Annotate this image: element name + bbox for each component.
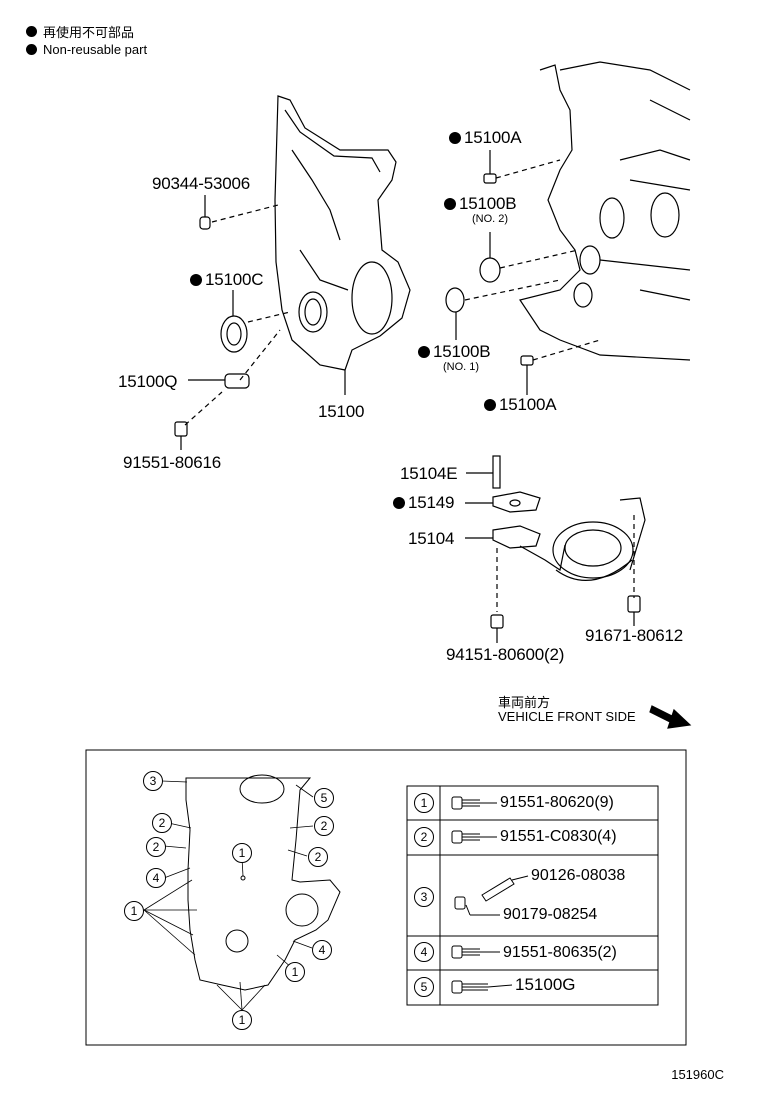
part-label-15104: 15104 bbox=[408, 529, 455, 548]
part-label-94151: 94151-80600(2) bbox=[446, 645, 565, 664]
callout-leaders bbox=[143, 780, 314, 1011]
part-number: 15100B bbox=[433, 342, 491, 361]
part-sublabel-no1: (NO. 1) bbox=[443, 361, 480, 373]
legend-en-label: Non-reusable part bbox=[43, 42, 148, 57]
callout-2: 2 bbox=[152, 813, 172, 833]
bolt-detail-frame bbox=[85, 749, 687, 1046]
legend-jp-label: 再使用不可部品 bbox=[43, 25, 135, 40]
table-bolt-icons bbox=[451, 796, 529, 994]
part-label-15100A-top: 15100A bbox=[449, 128, 522, 148]
oil-seal-drawing bbox=[220, 315, 248, 353]
front-arrow-icon bbox=[649, 705, 692, 729]
callout-1: 1 bbox=[232, 843, 252, 863]
oil-strainer-drawing bbox=[492, 497, 646, 581]
part-number: 15149 bbox=[408, 493, 455, 512]
non-reusable-dot-icon bbox=[190, 274, 202, 286]
callout-5: 5 bbox=[314, 788, 334, 808]
table-row-num-1: 1 bbox=[414, 793, 434, 813]
stud-drawing bbox=[492, 455, 501, 489]
legend-en: Non-reusable part bbox=[26, 42, 147, 57]
table-row-num-2: 2 bbox=[414, 827, 434, 847]
table-row-part-4: 91551-80635(2) bbox=[503, 944, 617, 961]
direction-label-jp: 車両前方 bbox=[498, 695, 551, 710]
part-label-15149: 15149 bbox=[393, 493, 454, 513]
part-number: 15100A bbox=[464, 128, 522, 147]
callout-2: 2 bbox=[146, 837, 166, 857]
nut-drawing bbox=[490, 614, 504, 629]
bolt-91671-drawing bbox=[627, 595, 641, 613]
engine-block-drawing bbox=[519, 61, 691, 361]
table-row-part-3b: 90179-08254 bbox=[503, 906, 598, 923]
part-label-91671: 91671-80612 bbox=[585, 626, 684, 645]
table-row-num-5: 5 bbox=[414, 977, 434, 997]
non-reusable-dot-icon bbox=[444, 198, 456, 210]
part-number: 15100B bbox=[459, 194, 517, 213]
direction-label-en: VEHICLE FRONT SIDE bbox=[498, 709, 636, 724]
bolt-table-grid bbox=[406, 785, 659, 1006]
o-ring-no2-drawing bbox=[479, 257, 501, 283]
table-row-part-2: 91551-C0830(4) bbox=[500, 828, 617, 845]
figure-code: 151960C bbox=[671, 1067, 724, 1082]
part-label-15100C: 15100C bbox=[190, 270, 264, 290]
cover-outline-detail bbox=[185, 774, 341, 991]
plug-drawing bbox=[199, 216, 211, 230]
part-number: 15100C bbox=[205, 270, 264, 289]
non-reusable-dot-icon bbox=[484, 399, 496, 411]
callout-1: 1 bbox=[285, 962, 305, 982]
non-reusable-dot-icon bbox=[26, 26, 37, 37]
leader-lines bbox=[180, 150, 635, 643]
part-label-15100Q: 15100Q bbox=[118, 372, 178, 391]
callout-3: 3 bbox=[143, 771, 163, 791]
part-label-15100: 15100 bbox=[318, 402, 365, 421]
table-row-part-5: 15100G bbox=[515, 975, 576, 994]
non-reusable-dot-icon bbox=[26, 44, 37, 55]
part-label-15100B-bottom: 15100B bbox=[418, 342, 491, 362]
table-row-num-4: 4 bbox=[414, 942, 434, 962]
part-label-91551-80616: 91551-80616 bbox=[123, 453, 222, 472]
callout-2: 2 bbox=[308, 847, 328, 867]
alignment-lines bbox=[184, 159, 635, 612]
dowel-top-drawing bbox=[483, 173, 497, 184]
callout-4: 4 bbox=[146, 868, 166, 888]
non-reusable-dot-icon bbox=[449, 132, 461, 144]
dowel-bottom-drawing bbox=[520, 355, 534, 366]
table-row-part-3a: 90126-08038 bbox=[531, 867, 626, 884]
non-reusable-dot-icon bbox=[393, 497, 405, 509]
part-number: 15100A bbox=[499, 395, 557, 414]
gasket-drawing bbox=[492, 491, 541, 513]
callout-2: 2 bbox=[314, 816, 334, 836]
table-row-num-3: 3 bbox=[414, 887, 434, 907]
part-label-15100B-top: 15100B bbox=[444, 194, 517, 214]
part-label-90344: 90344-53006 bbox=[152, 174, 251, 193]
part-sublabel-no2: (NO. 2) bbox=[472, 213, 509, 225]
callout-1: 1 bbox=[232, 1010, 252, 1030]
legend-jp: 再使用不可部品 bbox=[26, 22, 134, 41]
part-label-15104E: 15104E bbox=[400, 464, 458, 483]
non-reusable-dot-icon bbox=[418, 346, 430, 358]
callout-1: 1 bbox=[124, 901, 144, 921]
o-ring-no1-drawing bbox=[445, 287, 465, 313]
table-row-part-1: 91551-80620(9) bbox=[500, 794, 614, 811]
sensor-drawing bbox=[224, 373, 250, 389]
part-label-15100A-bottom: 15100A bbox=[484, 395, 557, 415]
timing-cover-drawing bbox=[274, 95, 411, 395]
callout-4: 4 bbox=[312, 940, 332, 960]
